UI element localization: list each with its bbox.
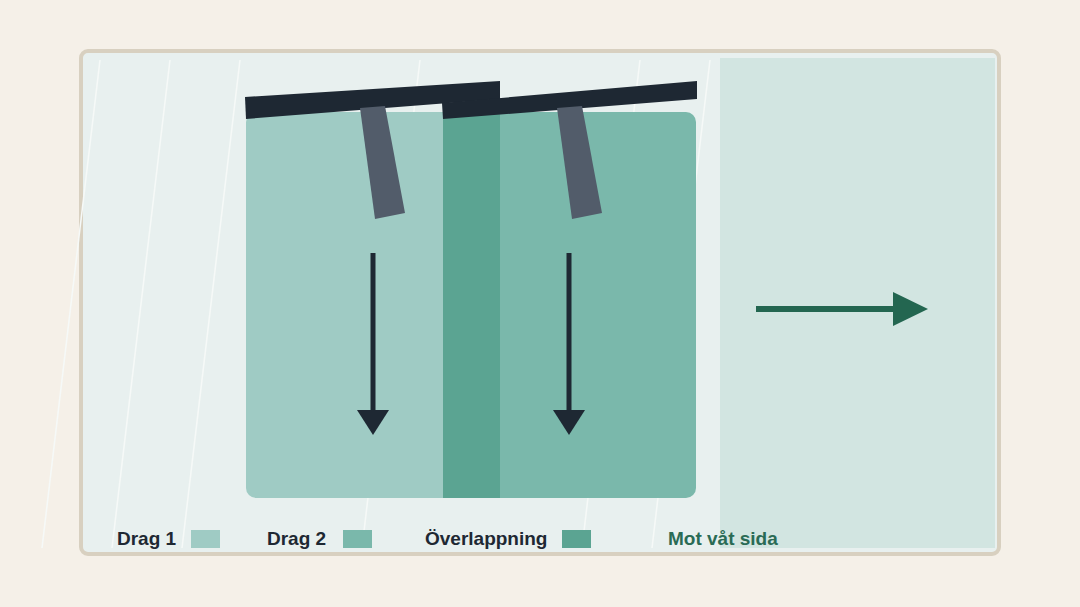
legend-swatch [562, 530, 591, 548]
legend-swatch [343, 530, 372, 548]
frame [81, 51, 999, 554]
legend-swatch [191, 530, 220, 548]
legend-text: Överlappning [425, 528, 547, 550]
area-label: Mot våt sida [668, 528, 778, 550]
legend-text: Drag 1 [117, 528, 176, 550]
direction-arrow [756, 292, 928, 326]
wet-area [720, 58, 995, 548]
brush-texture [42, 60, 710, 548]
tool-handle [360, 106, 405, 219]
legend-text: Drag 2 [267, 528, 326, 550]
tool-handle [557, 106, 602, 219]
down-arrow [553, 253, 585, 435]
overlap-band [443, 112, 500, 498]
down-arrow [357, 253, 389, 435]
